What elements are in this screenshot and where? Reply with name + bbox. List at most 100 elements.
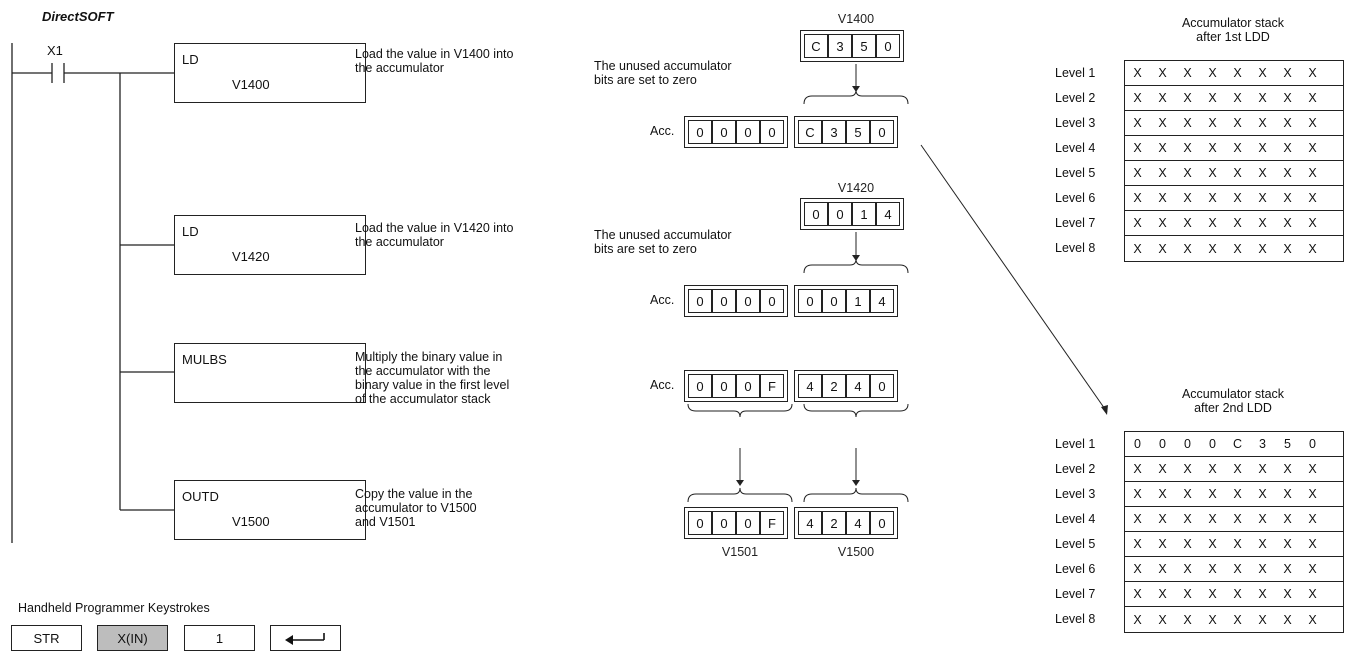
key-label: STR [33,630,60,646]
digit-cell: 0 [870,511,894,535]
desc-line: of the accumulator stack [355,392,491,406]
stack-bit: X [1283,91,1292,105]
digit-cell: 4 [876,202,900,226]
stack-bit: X [1308,141,1317,155]
cell-group: 0 0 1 4 [794,285,898,317]
stack-bit: X [1308,487,1317,501]
digit-cell: 4 [798,374,822,398]
stack-bit: X [1133,587,1142,601]
cell-group: 4 2 4 0 [794,370,898,402]
stack-bit: 0 [1134,437,1141,451]
register-v1400: C 3 5 0 [800,30,904,62]
stack-bit: X [1308,612,1317,627]
stack-bit: X [1183,487,1192,501]
digit-cell: 2 [822,374,846,398]
digit-cell: 0 [828,202,852,226]
stack-bit: X [1233,66,1242,80]
stack-bit: X [1183,241,1192,256]
key-1[interactable]: 1 [184,625,255,651]
output-registers: 0 0 0 F 4 2 4 0 [684,507,898,539]
digit-cell: 0 [798,289,822,313]
instr-box-mulbs: MULBS [174,343,366,403]
title-line: Accumulator stack [1181,387,1285,401]
stack-bit: X [1158,612,1167,627]
rung-description-2: Load the value in V1420 into the accumul… [355,221,513,249]
stack-bit: X [1133,91,1142,105]
stack-bit: X [1183,66,1192,80]
digit-cell: 0 [736,374,760,398]
stack-bit: X [1258,241,1267,256]
stack-bit: X [1183,166,1192,180]
desc-line: the accumulator [355,61,444,75]
stack-bit: X [1158,216,1167,230]
stack-bit: X [1208,462,1217,476]
stack-bit: X [1308,91,1317,105]
stack-bit: X [1133,462,1142,476]
stack-bit: X [1158,462,1167,476]
digit-cell: 1 [846,289,870,313]
reg-label-v1501: V1501 [721,545,759,559]
key-str[interactable]: STR [11,625,82,651]
stack-bit: X [1283,191,1292,205]
stack-bit: X [1258,166,1267,180]
handheld-title: Handheld Programmer Keystrokes [18,601,210,615]
digit-cell: 0 [760,120,784,144]
brand-title: DirectSOFT [42,9,114,24]
stack-bit: 0 [1309,437,1316,451]
stack-bit: X [1183,562,1192,576]
level-label: Level 8 [1055,241,1096,255]
stack-bit: X [1308,166,1317,180]
cell-group: 0 0 0 0 [684,116,788,148]
key-label: X(IN) [117,630,148,646]
stack-bit: X [1283,141,1292,155]
level-label: Level 5 [1055,537,1096,551]
title-line: after 1st LDD [1196,30,1270,44]
stack-bit: X [1283,462,1292,476]
digit-cell: 4 [846,511,870,535]
stack-bit: X [1283,216,1292,230]
digit-cell: 0 [870,120,894,144]
key-enter[interactable] [270,625,341,651]
digit-cell: F [760,374,784,398]
digit-cell: 4 [846,374,870,398]
stack-bit: X [1158,562,1167,576]
key-x-in[interactable]: X(IN) [97,625,168,651]
stack-bit: X [1258,587,1267,601]
stack-bit: X [1258,66,1267,80]
stack-bit: X [1308,537,1317,551]
level-label: Level 4 [1055,512,1096,526]
acc-label: Acc. [650,124,675,138]
desc-line: the accumulator with the [355,364,491,378]
stack-bit: X [1258,562,1267,576]
stack-bit: X [1133,166,1142,180]
digit-cell: 0 [712,120,736,144]
stack-bit: X [1258,216,1267,230]
stack-bit: X [1308,191,1317,205]
digit-cell: 0 [736,120,760,144]
stack-bit: X [1233,562,1242,576]
stack-bit: X [1283,166,1292,180]
stack-bit: X [1283,487,1292,501]
stack-bit: X [1133,562,1142,576]
stack-bit: X [1308,462,1317,476]
digit-cell: 4 [870,289,894,313]
acc-label: Acc. [650,293,675,307]
rung-description-1: Load the value in V1400 into the accumul… [355,47,513,75]
level-label: Level 3 [1055,487,1096,501]
acc-label: Acc. [650,378,675,392]
stack-bit: X [1208,562,1217,576]
cell-group: 0 0 1 4 [800,198,904,230]
stack-bit: X [1133,116,1142,130]
digit-cell: 0 [822,289,846,313]
stack-bit: X [1183,612,1192,627]
stack-bit: X [1133,191,1142,205]
digit-cell: 0 [712,511,736,535]
stack-bit: X [1208,141,1217,155]
